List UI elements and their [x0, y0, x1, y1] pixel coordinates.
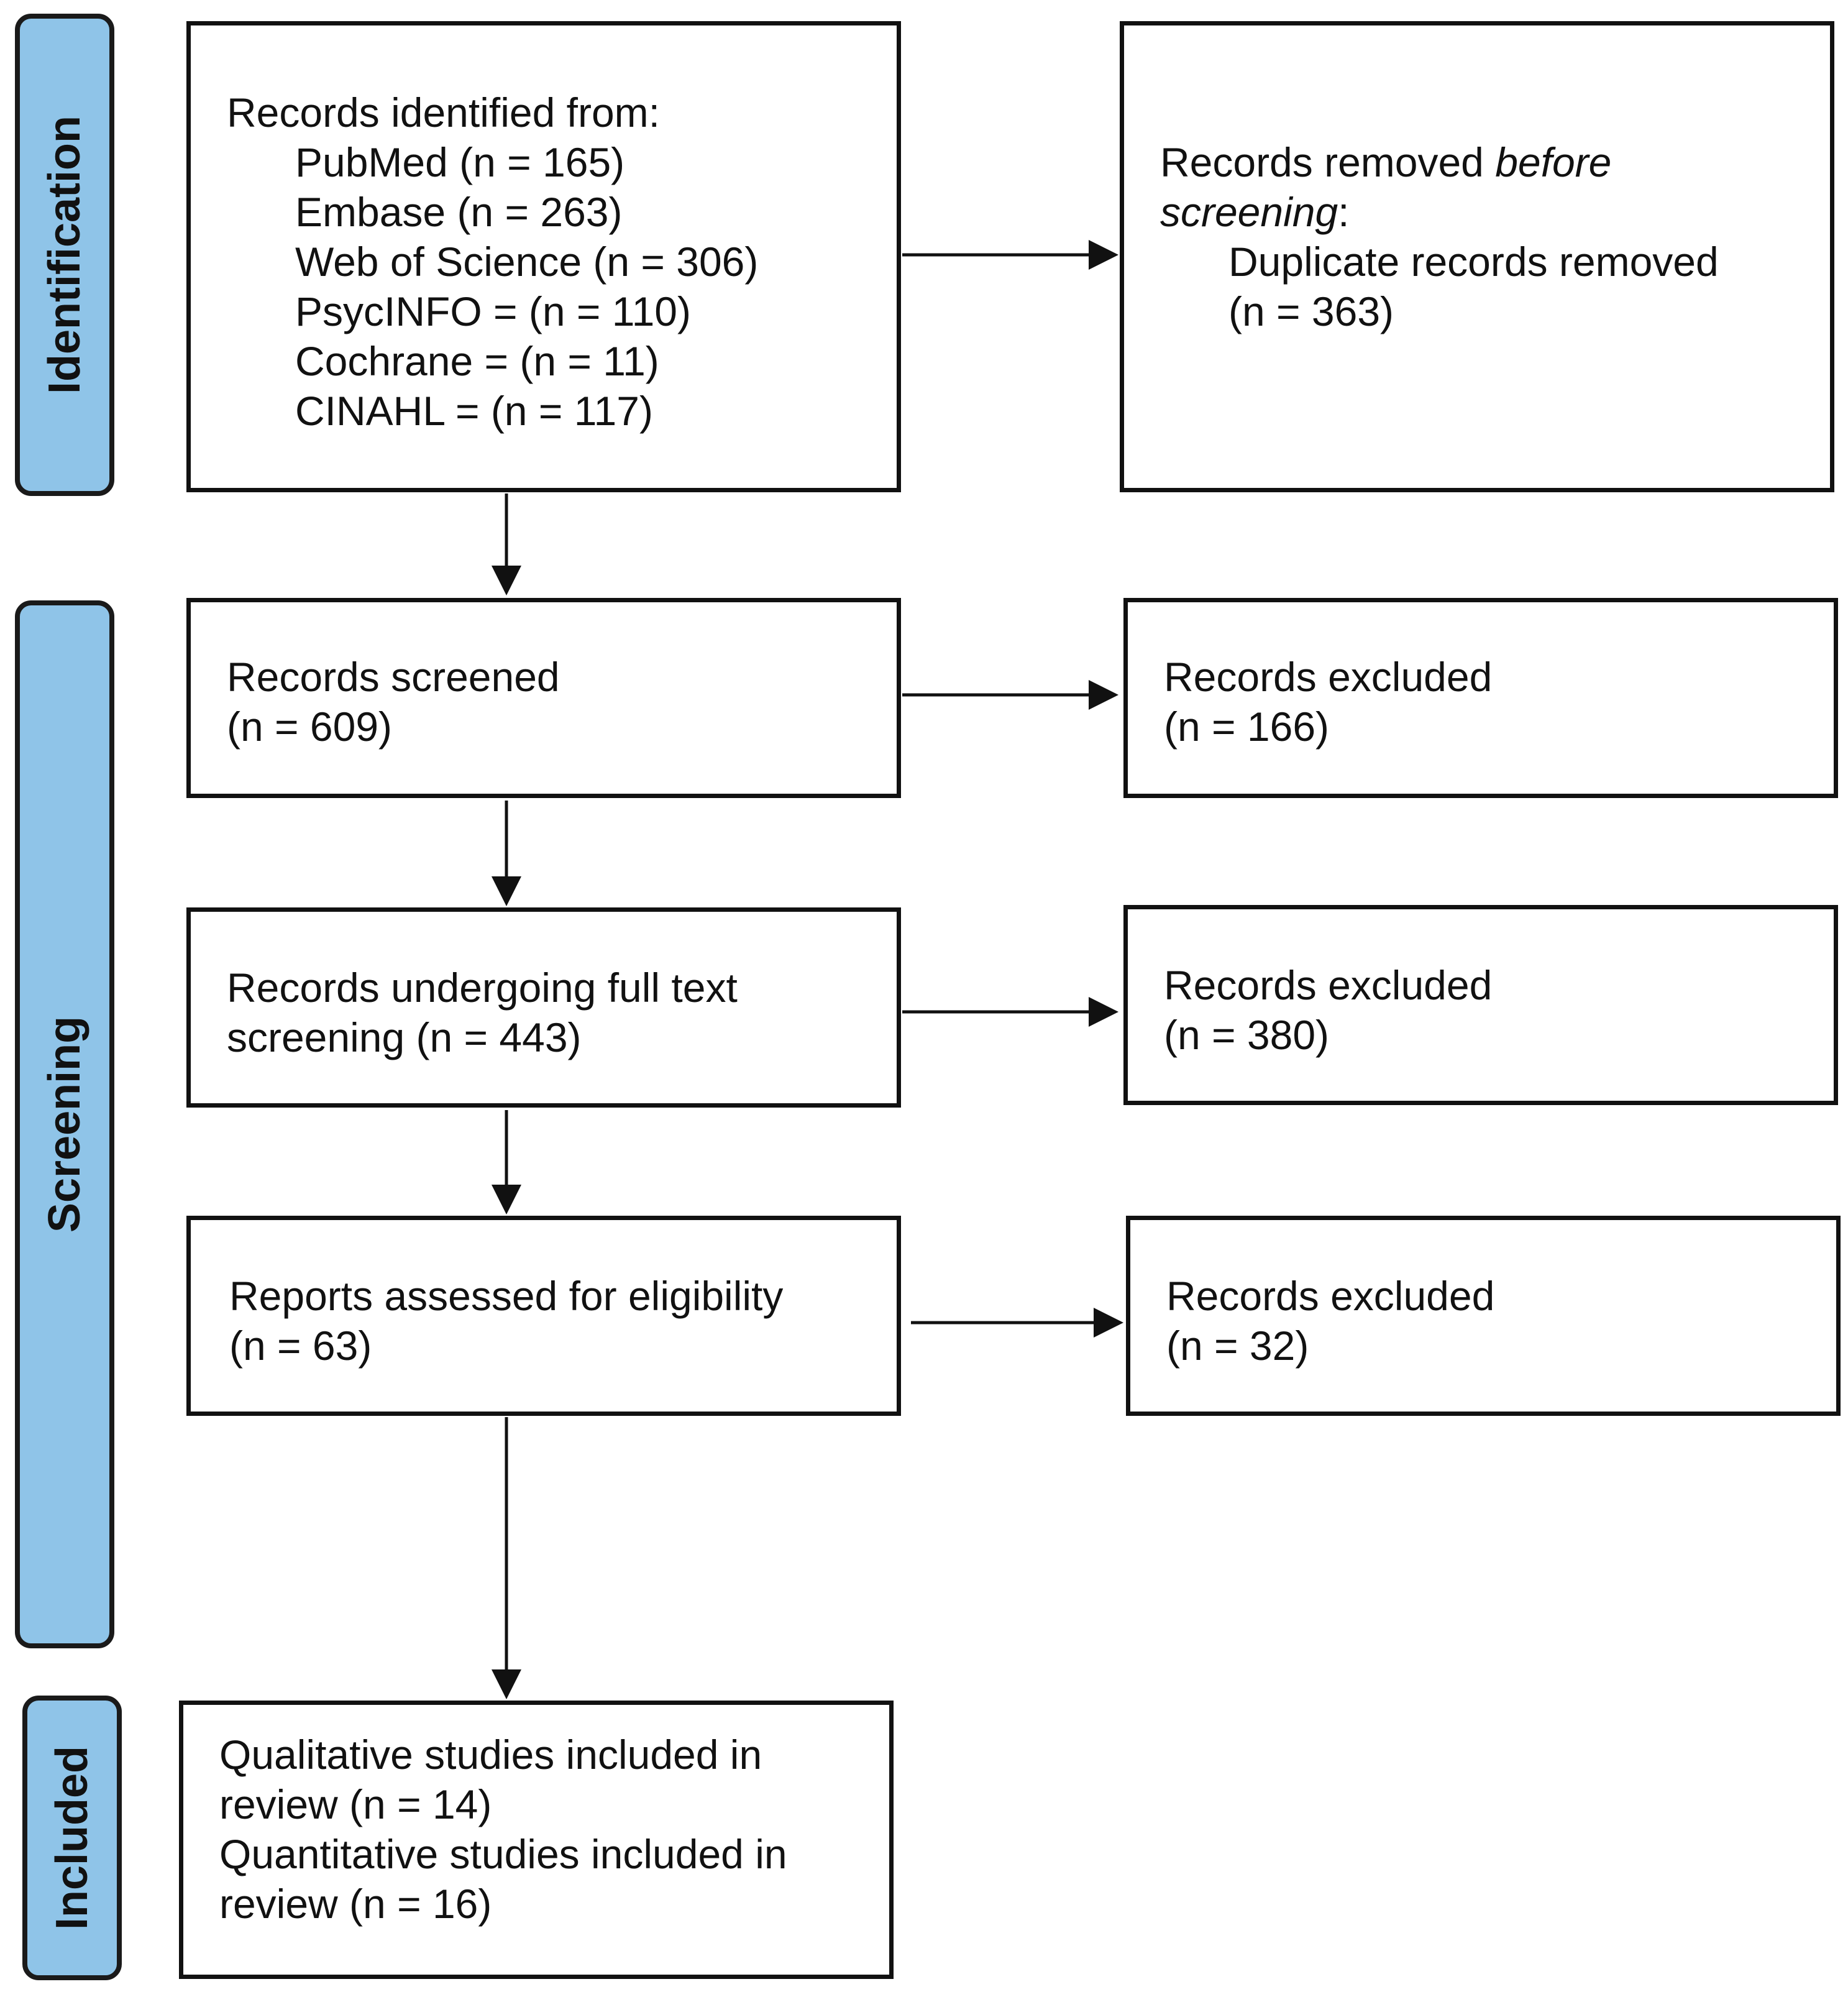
records-excluded-box-1: Records excluded (n = 166)	[1123, 598, 1838, 798]
arrowhead-5	[1089, 997, 1118, 1027]
records-excluded-count-2: (n = 380)	[1164, 1012, 1329, 1058]
included-line-4: review (n = 16)	[219, 1881, 492, 1927]
arrowhead-7	[1094, 1308, 1123, 1338]
full-text-box: Records undergoing full text screening (…	[186, 907, 901, 1108]
source-web-of-science: Web of Science (n = 306)	[295, 239, 759, 285]
source-cinahl: CINAHL = (n = 117)	[295, 388, 653, 434]
records-identified-heading: Records identified from:	[227, 90, 660, 135]
phase-included: Included	[22, 1696, 122, 1980]
eligibility-count: (n = 63)	[229, 1323, 372, 1369]
full-text-line-1: Records undergoing full text	[227, 965, 738, 1011]
records-excluded-label-3: Records excluded	[1166, 1273, 1495, 1319]
duplicates-removed-count: (n = 363)	[1228, 288, 1394, 334]
included-line-3: Quantitative studies included in	[219, 1831, 787, 1877]
duplicates-removed-label: Duplicate records removed	[1228, 239, 1719, 285]
records-removed-box: Records removed before screening: Duplic…	[1120, 21, 1834, 492]
records-excluded-box-2: Records excluded (n = 380)	[1123, 905, 1838, 1105]
included-line-1: Qualitative studies included in	[219, 1732, 762, 1778]
arrowhead-8	[492, 1669, 521, 1699]
phase-identification: Identification	[15, 14, 114, 496]
records-excluded-label-2: Records excluded	[1164, 962, 1493, 1008]
arrowhead-6	[492, 1185, 521, 1214]
records-identified-box: Records identified from: PubMed (n = 165…	[186, 21, 901, 492]
records-excluded-box-3: Records excluded (n = 32)	[1126, 1216, 1841, 1416]
source-embase: Embase (n = 263)	[295, 189, 623, 235]
records-removed-heading-2: screening:	[1160, 189, 1350, 235]
included-line-2: review (n = 14)	[219, 1781, 492, 1827]
records-screened-box: Records screened (n = 609)	[186, 598, 901, 798]
arrowhead-2	[492, 566, 521, 595]
source-cochrane: Cochrane = (n = 11)	[295, 338, 659, 384]
arrowhead-1	[1089, 240, 1118, 270]
eligibility-box: Reports assessed for eligibility (n = 63…	[186, 1216, 901, 1416]
phase-screening: Screening	[15, 600, 114, 1648]
records-screened-label: Records screened	[227, 654, 560, 700]
records-excluded-count-1: (n = 166)	[1164, 704, 1329, 750]
records-excluded-count-3: (n = 32)	[1166, 1323, 1309, 1369]
source-psycinfo: PsycINFO = (n = 110)	[295, 288, 691, 334]
full-text-line-2: screening (n = 443)	[227, 1014, 582, 1060]
records-excluded-label-1: Records excluded	[1164, 654, 1493, 700]
eligibility-label: Reports assessed for eligibility	[229, 1273, 784, 1319]
source-pubmed: PubMed (n = 165)	[295, 139, 625, 185]
records-screened-count: (n = 609)	[227, 704, 392, 750]
records-removed-heading: Records removed before	[1160, 139, 1612, 185]
included-box: Qualitative studies included in review (…	[179, 1701, 894, 1979]
arrowhead-3	[1089, 680, 1118, 710]
arrowhead-4	[492, 876, 521, 906]
